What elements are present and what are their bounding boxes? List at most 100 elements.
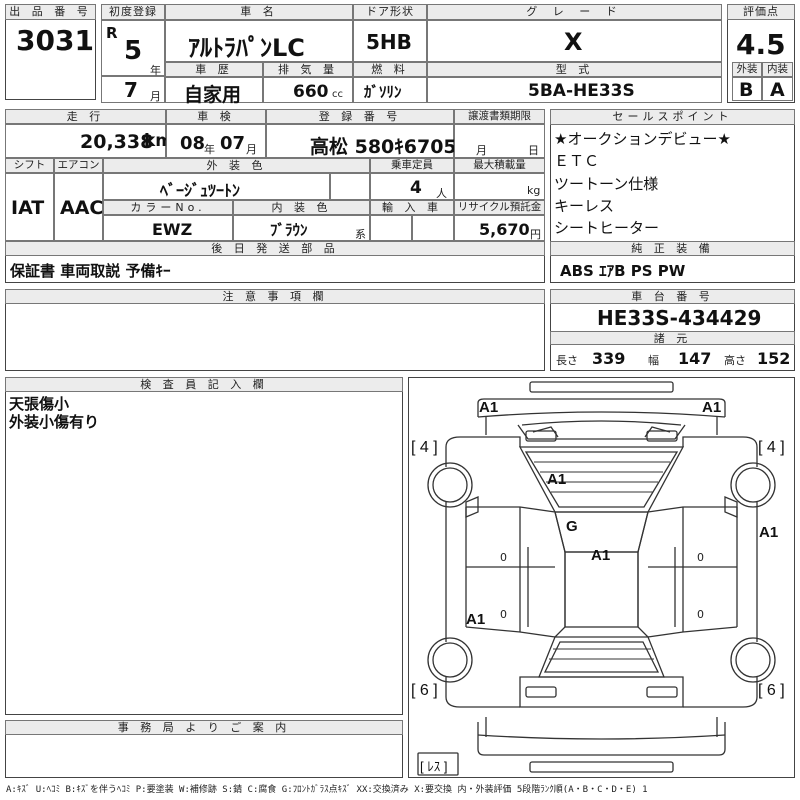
mileage-unit: km — [144, 131, 174, 151]
later-parts-header: 後 日 発 送 部 品 — [5, 241, 545, 256]
inspection-cell — [166, 124, 266, 158]
length-label: 長さ — [556, 354, 578, 367]
inspect-year-unit: 年 — [204, 143, 215, 156]
int-cell — [762, 77, 793, 101]
ext-cell — [732, 77, 762, 101]
length-value: 339 — [592, 349, 626, 368]
ext-grade: B — [739, 79, 754, 101]
capacity: 4 — [410, 178, 422, 198]
model-code: 5BA-HE33S — [528, 81, 635, 101]
transfer-cell — [454, 124, 545, 158]
lot-number: 3031 — [16, 24, 94, 57]
int-grade: A — [770, 79, 785, 101]
damage-front-left: A1 — [479, 399, 499, 416]
sales-point-2: ＥＴＣ — [554, 152, 600, 170]
history: 自家用 — [184, 84, 242, 106]
recycle-fee: 5,670 — [479, 220, 530, 239]
displacement-header: 排 気 量 — [263, 62, 353, 77]
grade-cell — [427, 20, 722, 62]
color-no-header: カラーNo. — [103, 200, 233, 215]
int-color-cell — [233, 215, 370, 241]
aircon-header: エアコン — [54, 158, 103, 173]
plate-cell — [266, 124, 454, 158]
reg-month: 7 — [124, 78, 138, 102]
lot-header: 出 品 番 号 — [5, 4, 96, 20]
capacity-header: 乗車定員 — [370, 158, 454, 173]
sales-point-4: キーレス — [554, 197, 615, 215]
history-cell — [165, 77, 263, 103]
sales-point-3: ツートーン仕様 — [554, 175, 659, 193]
plate-number: 高松 580ｷ6705 — [310, 136, 457, 158]
int-header: 内装 — [762, 62, 793, 77]
office-header: 事 務 局 よ り ご 案 内 — [5, 720, 403, 735]
import-header: 輸 入 車 — [370, 200, 454, 215]
tire-front-left: [ 4 ] — [411, 439, 438, 456]
zero-mark-right-1: 0 — [697, 551, 704, 564]
recycle-cell — [454, 215, 545, 241]
year-unit: 年 — [150, 64, 161, 77]
sales-point-5: シートヒーター — [554, 219, 660, 237]
tire-front-right: [ 4 ] — [758, 439, 785, 456]
max-load-header: 最大積載量 — [454, 158, 545, 173]
inspect-month: 07 — [220, 133, 246, 154]
displacement-unit: cc — [332, 89, 343, 100]
capacity-cell — [370, 173, 454, 200]
car-name-header: 車 名 — [165, 4, 353, 20]
notes-header: 注 意 事 項 欄 — [5, 289, 545, 304]
inspect-year: 08 — [180, 133, 206, 154]
spare-tire: [ ﾚｽ ] — [420, 759, 448, 774]
grade-header: グ レ ー ド — [427, 4, 722, 20]
color-cell-extra — [330, 173, 370, 200]
car-name-cell — [165, 20, 353, 62]
door-cell — [353, 20, 427, 62]
first-reg-header: 初度登録 — [101, 4, 165, 20]
damage-front-right: A1 — [702, 399, 722, 416]
width-label: 幅 — [648, 354, 659, 367]
shift-cell — [5, 173, 54, 241]
body-color: ﾍﾞｰｼﾞｭﾂｰﾄﾝ — [160, 181, 241, 200]
displacement-cell — [263, 77, 353, 103]
fuel-header: 燃 料 — [353, 62, 427, 77]
lot-box — [5, 4, 96, 100]
score-header: 評価点 — [727, 4, 795, 20]
genuine-equipment: ABS ｴｱB PS PW — [560, 262, 686, 280]
score: 4.5 — [736, 28, 786, 61]
capacity-unit: 人 — [436, 187, 447, 200]
tire-rear-left: [ 6 ] — [411, 682, 438, 699]
era: R — [106, 24, 118, 42]
plate-header: 登 録 番 号 — [266, 109, 454, 124]
transfer-month: 月 — [476, 144, 487, 157]
fuel: ｶﾞｿﾘﾝ — [364, 83, 402, 101]
specs-header: 諸 元 — [550, 331, 795, 345]
color-header: 外 装 色 — [103, 158, 370, 173]
reg-month-cell — [101, 76, 165, 103]
zero-mark-right-2: 0 — [697, 608, 704, 621]
aircon: AAC — [60, 197, 104, 219]
chassis-number: HE33S-434429 — [597, 306, 762, 330]
tire-rear-right: [ 6 ] — [758, 682, 785, 699]
inspection-header: 車 検 — [166, 109, 266, 124]
later-parts: 保証書 車両取説 予備ｷｰ — [10, 262, 171, 280]
width-value: 147 — [678, 349, 712, 368]
month-unit: 月 — [150, 90, 161, 103]
mileage-cell — [5, 124, 166, 158]
load-unit: kg — [527, 184, 541, 197]
remark-line-2: 外装小傷有り — [9, 413, 100, 431]
damage-windshield: A1 — [547, 471, 567, 488]
car-name: ｱﾙﾄﾗﾊﾟﾝLC — [188, 34, 305, 62]
recycle-header: リサイクル預託金 — [454, 200, 545, 215]
reg-year: 5 — [124, 36, 143, 66]
model-cell — [427, 77, 722, 103]
damage-side-right: A1 — [759, 524, 779, 541]
color-no-cell — [103, 215, 233, 241]
transfer-header: 譲渡書類期限 — [454, 109, 545, 124]
int-color-header: 内 装 色 — [233, 200, 370, 215]
color-no: EWZ — [152, 220, 193, 239]
displacement: 660 — [293, 82, 329, 102]
model-header: 型 式 — [427, 62, 722, 77]
ext-header: 外装 — [732, 62, 762, 77]
shift: IAT — [11, 197, 45, 219]
history-header: 車 歴 — [165, 62, 263, 77]
int-color-unit: 系 — [355, 228, 366, 241]
